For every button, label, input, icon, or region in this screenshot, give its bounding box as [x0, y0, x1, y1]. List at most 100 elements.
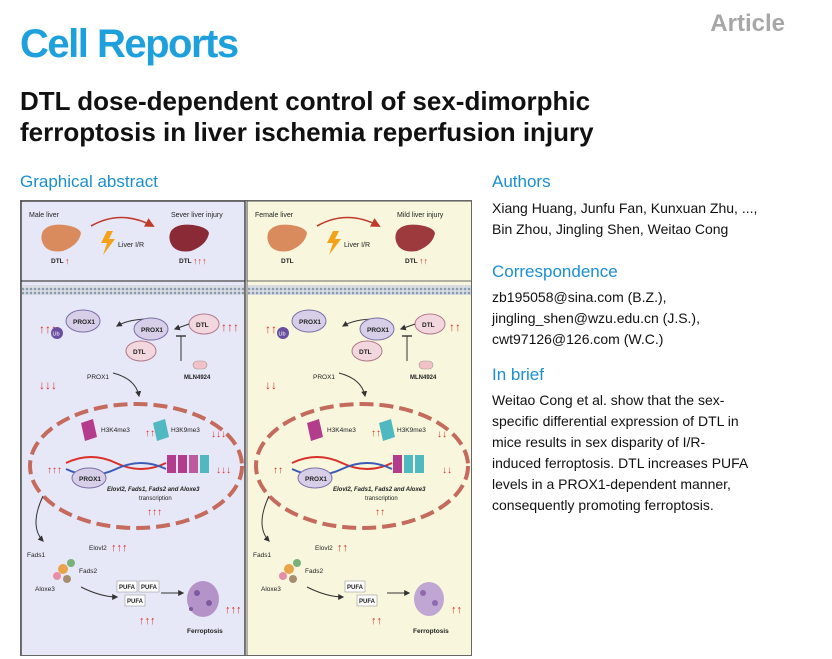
journal-logo: Cell Reports: [20, 22, 239, 66]
in-brief-line-4: induced ferroptosis. DTL increases PUFA: [492, 455, 749, 471]
in-brief-line-5: levels in a PROX1-dependent manner,: [492, 476, 731, 492]
female-treatment: Liver I/R: [344, 242, 370, 249]
male-fads1-label: Fads1: [27, 552, 45, 559]
male-mark2-arrows: ↓↓↓: [211, 429, 226, 440]
male-prox1-dna: [71, 467, 107, 489]
female-fads2-label: Fads2: [305, 568, 323, 575]
male-prox1-complex-label: PROX1: [141, 327, 163, 334]
authors-heading: Authors: [492, 172, 551, 191]
female-nucleus: [254, 402, 470, 530]
female-membrane: [248, 285, 471, 295]
male-arrows-dtl: ↑↑↑: [221, 320, 239, 334]
male-dtl-node-2-label: DTL: [196, 322, 209, 329]
male-prox1-label: PROX1: [73, 319, 95, 326]
male-dtl-node-1: [125, 340, 157, 362]
male-lightning-icon: [101, 231, 115, 255]
male-dtl-node-1-label: DTL: [133, 349, 146, 356]
male-nucleus: [28, 402, 244, 530]
male-dtl-label-left: DTL: [51, 258, 64, 265]
male-transcription-label: transcription: [139, 496, 172, 502]
male-tx-arrows: ↑↑↑: [147, 507, 162, 518]
female-tx-arrows: ↑↑: [375, 507, 385, 518]
female-pufa-2: PUFA: [359, 599, 376, 605]
female-prox1-complex-label: PROX1: [367, 327, 389, 334]
male-tx-arrows-right: ↓↓↓: [216, 465, 231, 476]
female-mark2-arrows: ↓↓: [437, 429, 447, 440]
male-treatment: Liver I/R: [118, 242, 144, 249]
male-prox1-free: PROX1: [87, 374, 109, 381]
authors-list: Xiang Huang, Junfu Fan, Kunxuan Zhu, ...…: [492, 198, 822, 240]
female-liver-title: Female liver: [255, 212, 294, 219]
male-h3k4me3-icon: [81, 419, 97, 441]
female-injured-liver-icon: [395, 224, 435, 252]
female-ub-icon: [277, 327, 289, 339]
graphical-abstract-heading: Graphical abstract: [20, 172, 158, 191]
male-panel: Male liver DTL ↑ Liver I/R Sever liver i…: [21, 201, 246, 655]
graphical-abstract: Male liver DTL ↑ Liver I/R Sever liver i…: [20, 200, 472, 656]
female-lightning-icon: [327, 231, 341, 255]
female-mark2-label: H3K9me3: [397, 427, 426, 434]
male-elovl2-label: Elovl2: [89, 545, 107, 552]
correspondence-list: zb195058@sina.com (B.Z.), jingling_shen@…: [492, 287, 822, 350]
male-dtl-arrows-left: ↑: [65, 256, 70, 266]
male-nucleosomes: [167, 455, 209, 473]
female-ferro-arrows: ↑↑: [451, 604, 462, 616]
male-pufa-3: PUFA: [127, 599, 144, 605]
female-aloxe3-label: Aloxe3: [261, 586, 281, 593]
authors-line-2: Bin Zhou, Jingling Shen, Weitao Cong: [492, 221, 729, 237]
male-inhibitor-pill-icon: [192, 360, 208, 370]
male-prox1-complex: [133, 317, 169, 341]
female-dtl-label-right: DTL: [405, 258, 418, 265]
female-prox1-label: PROX1: [299, 319, 321, 326]
female-prox1-dna-label: PROX1: [305, 476, 327, 483]
female-pufa-1: PUFA: [347, 585, 364, 591]
article-title: DTL dose-dependent control of sex-dimorp…: [20, 86, 810, 148]
female-arrows-prox1: ↑↑: [265, 322, 277, 336]
male-arrows-down: ↓↓↓: [39, 378, 57, 392]
male-dtl-label-right: DTL: [179, 258, 192, 265]
female-h3k4me3-icon: [307, 419, 323, 441]
male-genes-label: Elovl2, Fads1, Fads2 and Aloxe3: [107, 487, 200, 493]
female-prox1-free: PROX1: [313, 374, 335, 381]
female-pufa-arrows: ↑↑: [371, 615, 382, 627]
female-inhibitor-label: MLN4924: [410, 375, 437, 381]
female-ferroptosis-cell-icon: [414, 582, 444, 616]
male-liver-title: Male liver: [29, 212, 60, 219]
email-line-1[interactable]: zb195058@sina.com (B.Z.),: [492, 289, 667, 305]
male-ferro-arrows: ↑↑↑: [225, 604, 242, 616]
female-prox1-node: [291, 309, 327, 333]
male-pufa-1: PUFA: [119, 585, 136, 591]
male-enzyme-arrows: ↑↑↑: [111, 542, 128, 554]
male-membrane: [22, 285, 244, 295]
male-mark2-label: H3K9me3: [171, 427, 200, 434]
male-ferroptosis-cell-icon: [187, 581, 219, 617]
female-mark1-label: H3K4me3: [327, 427, 356, 434]
female-injury-label: Mild liver injury: [397, 212, 444, 219]
male-injured-liver-icon: [169, 224, 209, 252]
male-prox1-node: [65, 309, 101, 333]
female-enzyme-cluster-icon: [279, 559, 301, 583]
male-ferroptosis-label: Ferroptosis: [187, 628, 223, 635]
email-line-3[interactable]: cwt97126@126.com (W.C.): [492, 331, 664, 347]
female-tx-arrows-right: ↓↓: [442, 465, 452, 476]
female-dtl-node-1: [351, 340, 383, 362]
email-line-2[interactable]: jingling_shen@wzu.edu.cn (J.S.),: [492, 310, 700, 326]
graphical-abstract-figure: Male liver DTL ↑ Liver I/R Sever liver i…: [21, 201, 471, 655]
male-injury-label: Sever liver injury: [171, 212, 223, 219]
in-brief-heading: In brief: [492, 365, 544, 384]
male-enzyme-cluster-icon: [53, 559, 75, 583]
female-arrows-dtl: ↑↑: [449, 320, 461, 334]
male-aloxe3-label: Aloxe3: [35, 586, 55, 593]
female-prox1-dna: [297, 467, 333, 489]
female-enzyme-arrows: ↑↑: [337, 542, 348, 554]
male-prox1-dna-label: PROX1: [79, 476, 101, 483]
in-brief-line-3: mice results in sex disparity of I/R-: [492, 434, 706, 450]
male-h3k9me3-icon: [153, 419, 169, 441]
article-type-tag: Article: [710, 10, 785, 37]
female-inhibitor-pill-icon: [418, 360, 434, 370]
in-brief-text: Weitao Cong et al. show that the sex- sp…: [492, 390, 822, 516]
male-inhibitor-label: MLN4924: [184, 375, 211, 381]
title-line-2: ferroptosis in liver ischemia reperfusio…: [20, 117, 594, 147]
female-liver-icon: [267, 224, 307, 252]
female-dtl-label-left: DTL: [281, 258, 294, 265]
